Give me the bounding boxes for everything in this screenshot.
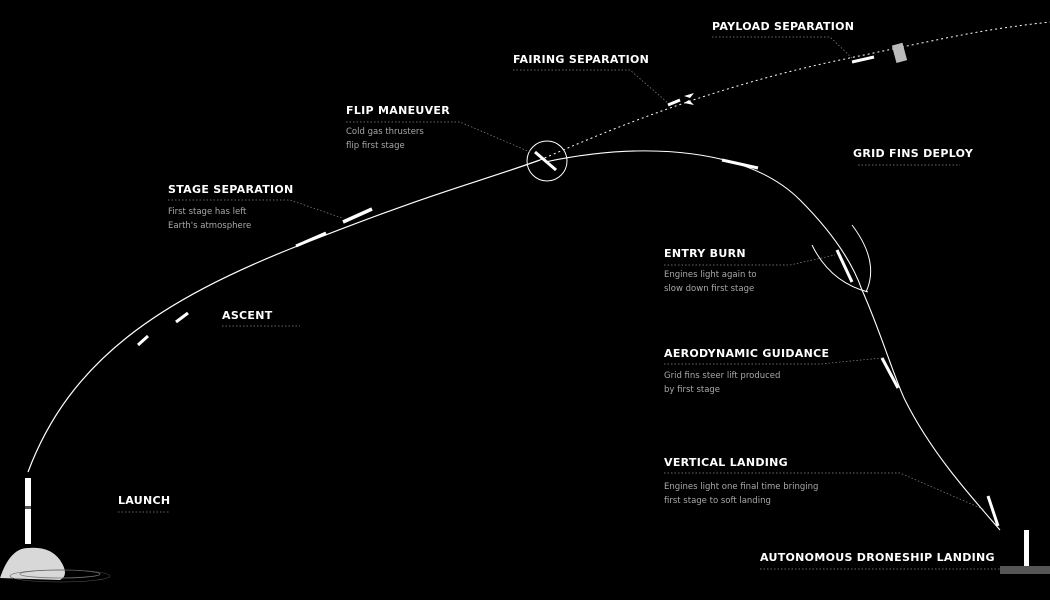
stage-separation-title: STAGE SEPARATION: [168, 183, 294, 196]
vertical-landing-title: VERTICAL LANDING: [664, 456, 789, 469]
ascent-title: ASCENT: [222, 309, 273, 322]
flip-maneuver-line1: Cold gas thrusters: [346, 127, 424, 137]
fairing-icon: [667, 93, 694, 107]
grid-fins-rocket-icon: [721, 158, 759, 170]
descent-trajectory: [544, 150, 1001, 531]
fairing-separation-title: FAIRING SEPARATION: [513, 53, 650, 66]
payload-separation-title: PAYLOAD SEPARATION: [712, 20, 855, 33]
upper-stage-trajectory: [539, 21, 1050, 161]
stage-separation-line1: First stage has left: [168, 207, 247, 217]
droneship-icon: [1000, 530, 1050, 574]
vertical-landing-rocket-icon: [986, 495, 1000, 527]
vertical-landing-description: Engines light one final time bringing fi…: [664, 480, 818, 508]
payload-icon: [851, 42, 908, 64]
entry-burn-title: ENTRY BURN: [664, 247, 746, 260]
flip-maneuver-icon: [526, 140, 568, 182]
aerodynamic-guidance-title: AERODYNAMIC GUIDANCE: [664, 347, 830, 360]
entry-burn-description: Engines light again to slow down first s…: [664, 268, 757, 296]
launch-title: LAUNCH: [118, 494, 171, 507]
flip-maneuver-line2: flip first stage: [346, 141, 405, 151]
flip-maneuver-title: FLIP MANEUVER: [346, 104, 451, 117]
entry-burn-line1: Engines light again to: [664, 270, 757, 280]
aero-guidance-rocket-icon: [880, 357, 900, 389]
launch-rocket-icon: [25, 478, 31, 544]
rocket-icon: [136, 207, 373, 347]
vertical-landing-line1: Engines light one final time bringing: [664, 482, 819, 492]
aerodynamic-guidance-line1: Grid fins steer lift produced: [664, 371, 781, 381]
smoke-icon: [0, 547, 111, 583]
ascent-trajectory: [27, 159, 541, 473]
flip-maneuver-description: Cold gas thrusters flip first stage: [346, 125, 424, 153]
aerodynamic-guidance-line2: by first stage: [664, 385, 721, 395]
entry-burn-icon: [811, 224, 872, 293]
entry-burn-line2: slow down first stage: [664, 284, 755, 294]
stage-separation-description: First stage has left Earth's atmosphere: [168, 205, 251, 233]
autonomous-droneship-landing-title: AUTONOMOUS DRONESHIP LANDING: [760, 551, 995, 564]
vertical-landing-line2: first stage to soft landing: [664, 496, 771, 506]
stage-separation-line2: Earth's atmosphere: [168, 221, 252, 231]
grid-fins-deploy-title: GRID FINS DEPLOY: [853, 147, 974, 160]
leader-lines: [118, 36, 1000, 570]
aerodynamic-guidance-description: Grid fins steer lift produced by first s…: [664, 369, 780, 397]
